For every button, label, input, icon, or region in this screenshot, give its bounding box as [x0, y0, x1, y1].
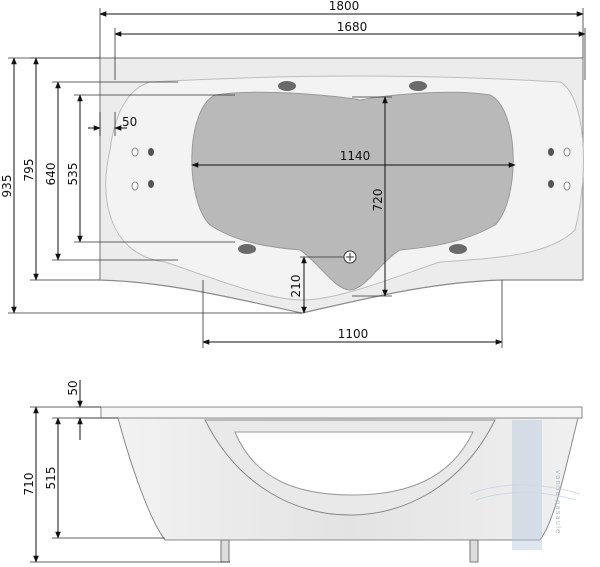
- watermark-logo: vannu pasaule: [469, 420, 581, 550]
- side-deck: [100, 406, 583, 419]
- jet-side-right-3: [563, 147, 571, 157]
- jet-side-right-4: [563, 181, 571, 191]
- dim-rim-thickness: 50: [66, 380, 80, 395]
- dim-inner-length: 1680: [337, 20, 368, 34]
- side-dimensions: 710 515 50: [22, 380, 230, 563]
- dim-basin-width: 1140: [340, 149, 371, 163]
- dim-basin-length: 720: [371, 189, 385, 212]
- jet-side-right-1: [548, 148, 554, 156]
- jet-top-left: [278, 81, 296, 91]
- dim-basin-height: 515: [44, 467, 58, 490]
- dim-front-bulge: 210: [289, 275, 303, 298]
- watermark-text: vannu pasaule: [554, 470, 562, 534]
- jet-side-left-4: [131, 181, 139, 191]
- dim-front-width: 1100: [338, 327, 369, 341]
- dim-rim-offset: 50: [122, 115, 137, 129]
- jet-side-left-3: [131, 147, 139, 157]
- leg-left: [220, 539, 230, 563]
- dim-inner-depth: 640: [44, 163, 58, 186]
- jet-side-right-2: [548, 180, 554, 188]
- jet-bottom-right: [449, 244, 467, 254]
- dim-overall-height: 710: [22, 473, 36, 496]
- jet-bottom-left: [238, 244, 256, 254]
- jet-side-left-2: [148, 180, 154, 188]
- side-view: [100, 406, 583, 563]
- dim-overall-depth: 935: [0, 175, 14, 198]
- side-inner-arc: [234, 431, 474, 496]
- leg-right: [469, 539, 479, 563]
- dim-basin-depth: 535: [66, 163, 80, 186]
- drain-cross: [346, 253, 354, 261]
- jet-top-right: [409, 81, 427, 91]
- dim-rim-depth: 795: [22, 159, 36, 182]
- plan-dimensions: 1800 1680 1140 1100 935 795 640 535: [0, 0, 586, 348]
- jet-side-left-1: [148, 148, 154, 156]
- dim-overall-length: 1800: [329, 0, 360, 13]
- plan-view: [99, 57, 584, 314]
- tub-basin: [191, 91, 514, 291]
